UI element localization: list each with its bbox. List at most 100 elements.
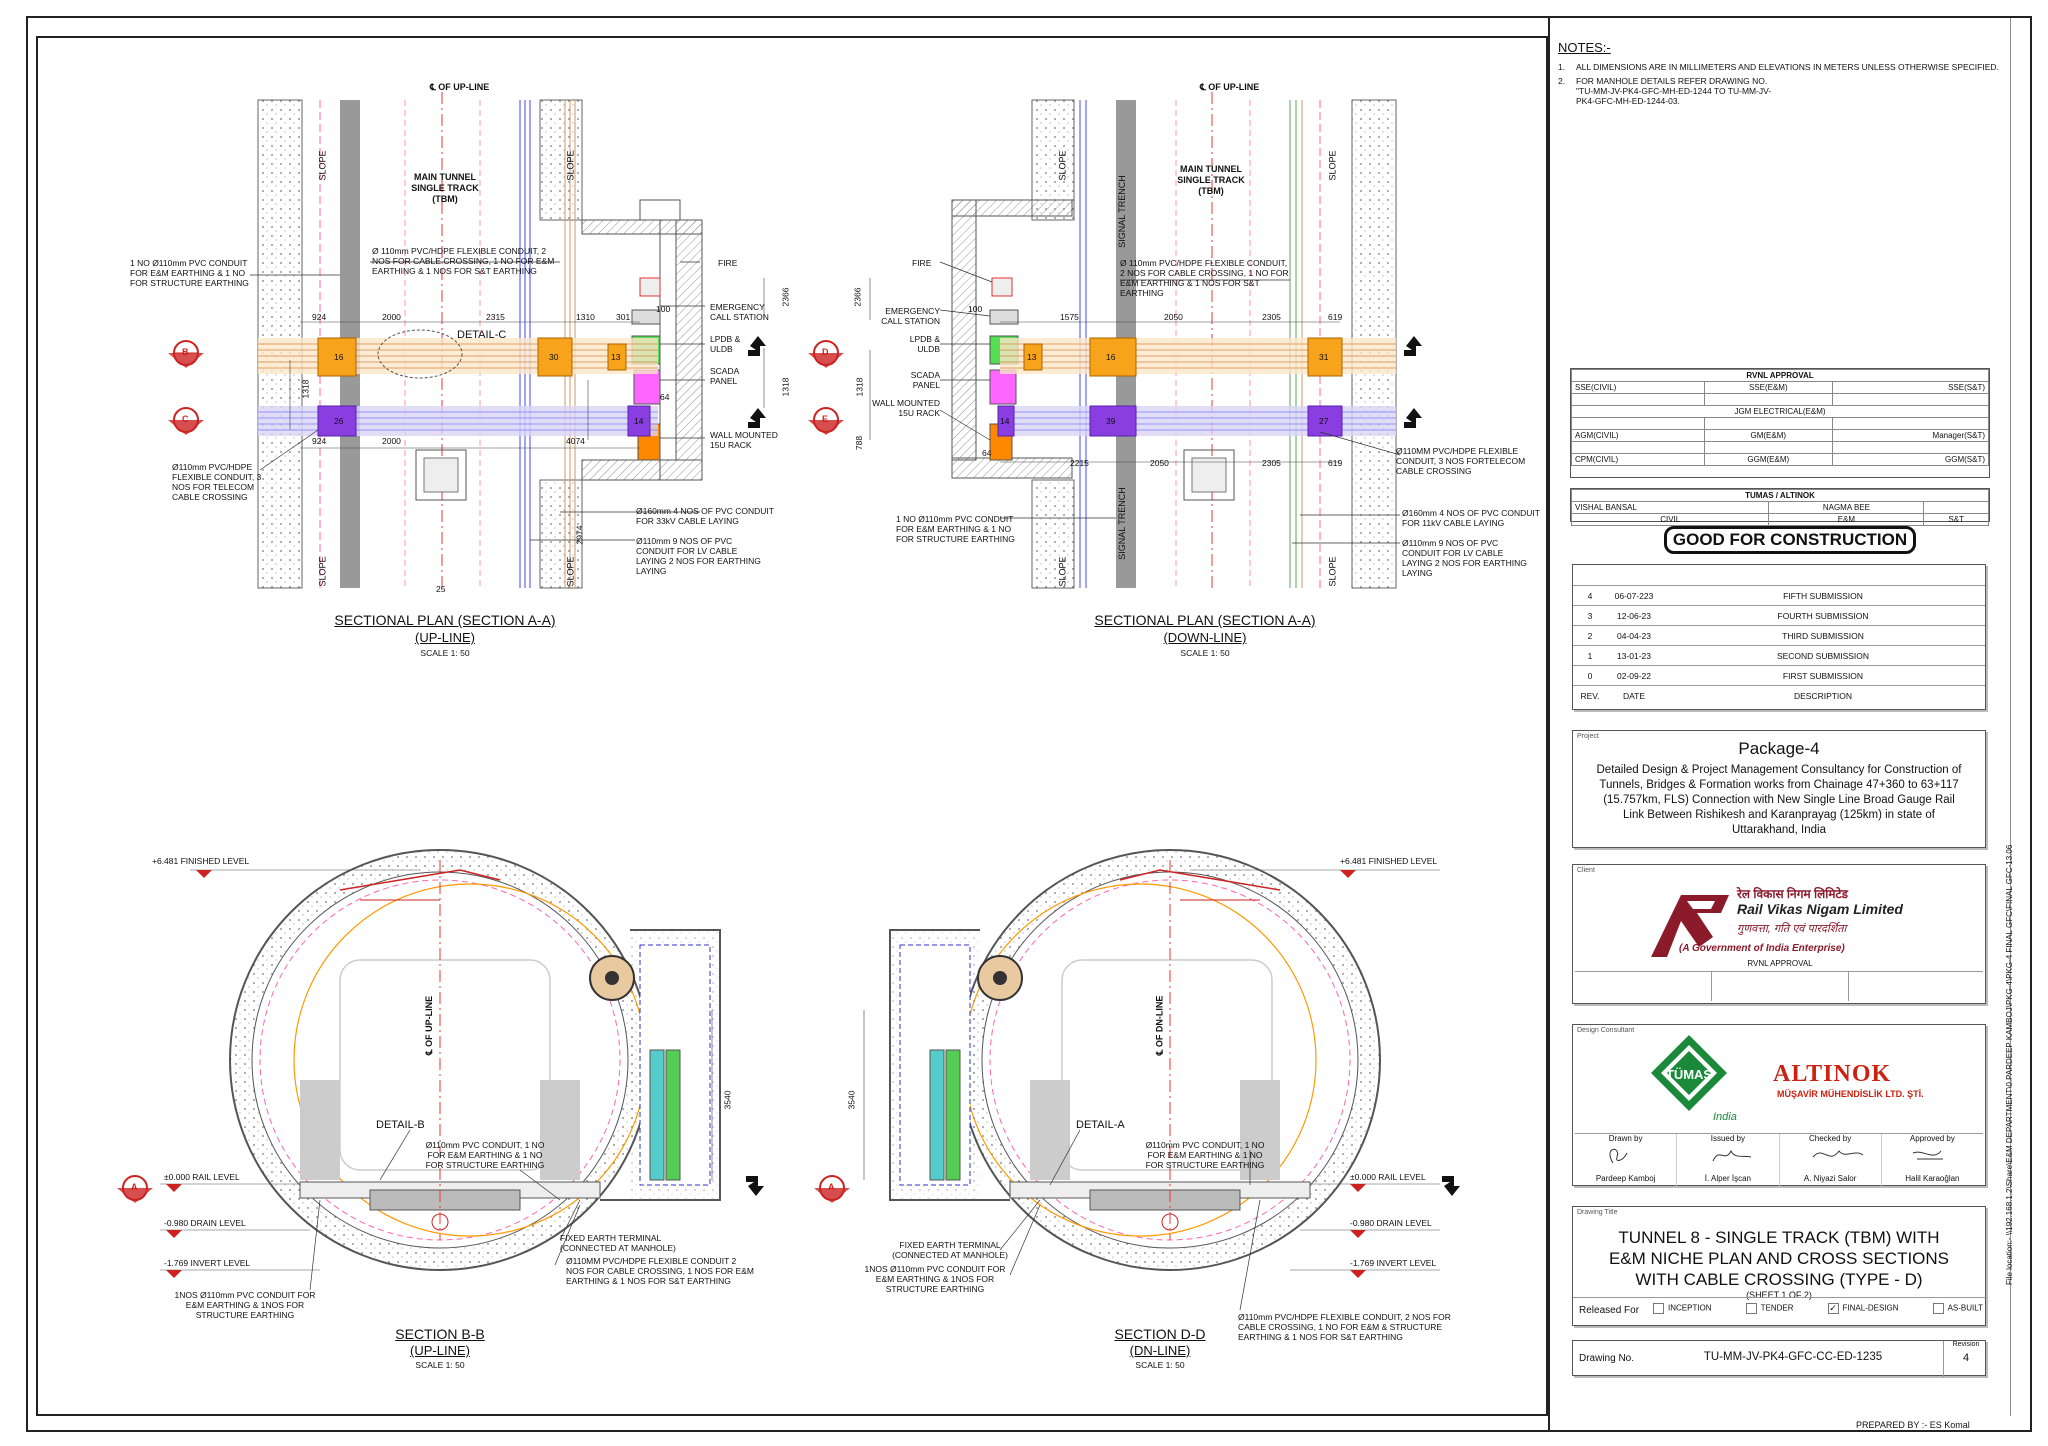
signatories-row: Drawn by Pardeep Kamboj Issued by İ. Alp… [1575, 1133, 1983, 1186]
callout: Ø110mm PVC/HDPE FLEXIBLE CONDUIT, 3 NOS … [172, 462, 262, 502]
dim: 619 [1328, 312, 1343, 322]
section-bb-subtitle: (UP-LINE) [410, 1343, 470, 1358]
signatory: Drawn by Pardeep Kamboj [1575, 1134, 1678, 1186]
manhole-31 [1307, 337, 1343, 377]
centerline-label: ℄ OF DN-LINE [1154, 995, 1165, 1056]
sump-pit [1183, 449, 1235, 501]
dim: 2315 [486, 312, 505, 322]
prepared-by: PREPARED BY :- ES Komal [1856, 1420, 1970, 1430]
plan-dn-subtitle: (DOWN-LINE) [1163, 630, 1247, 645]
fire-box [991, 277, 1013, 297]
niche-wall [951, 199, 977, 461]
drawing-no-box: Drawing No. TU-MM-JV-PK4-GFC-CC-ED-1235 … [1572, 1340, 1988, 1377]
track-bed [369, 1189, 521, 1211]
tumas-logo-icon [1651, 1035, 1727, 1111]
level-markers-dd [1190, 869, 1440, 1278]
manhole-39 [1089, 405, 1137, 437]
manhole-26 [317, 405, 357, 437]
wall-block [1030, 1080, 1070, 1180]
dim: 2366 [852, 287, 863, 307]
dim: 2366 [780, 287, 791, 307]
manhole-14 [997, 405, 1015, 437]
client-subtitle: (A Government of India Enterprise) [1679, 943, 1845, 954]
centerline-label: ℄ OF UP-LINE [424, 995, 435, 1056]
train-profile [339, 959, 551, 1171]
callout: Ø160mm 4 NOS OF PVC CONDUIT FOR 33kV CAB… [636, 506, 774, 526]
revision-row-spacer [1573, 565, 1985, 586]
wall-block [300, 1080, 340, 1180]
callout: 1 NO Ø110mm PVC CONDUIT FOR E&M EARTHING… [896, 514, 1015, 544]
released-for-label: Released For [1579, 1305, 1640, 1316]
cable-drum-icon [605, 971, 619, 985]
release-option-as-built[interactable]: AS-BUILT [1932, 1303, 1983, 1314]
callout: Ø110mm 9 NOS OF PVC CONDUIT FOR LV CABLE… [636, 536, 761, 576]
wall-block [540, 1080, 580, 1180]
dim: 25 [436, 584, 446, 594]
manhole-no: 16 [334, 352, 344, 362]
rvnl-logo-icon [1651, 895, 1729, 957]
manhole-14 [627, 405, 651, 437]
scada-panel [633, 369, 661, 405]
drawing-title-label: Drawing Title [1577, 1209, 1618, 1216]
tunnel-label: MAIN TUNNEL SINGLE TRACK (TBM) [1166, 164, 1256, 197]
release-option-final-design[interactable]: ✓FINAL-DESIGN [1827, 1303, 1899, 1314]
tunnel-wall-left-bottom [1031, 479, 1075, 589]
drawing-no: TU-MM-JV-PK4-GFC-CC-ED-1235 [1703, 1351, 1883, 1363]
release-option-inception[interactable]: INCEPTION [1653, 1303, 1712, 1314]
dim: 64 [982, 448, 992, 458]
callout: FIRE [718, 258, 738, 268]
dim: 301 [616, 312, 631, 322]
signatory-name: A. Niyazi Salor [1803, 1174, 1857, 1183]
good-for-construction-stamp: GOOD FOR CONSTRUCTION [1664, 526, 1916, 554]
approval-cell: CPM(CIVIL) [1571, 453, 1705, 466]
level-label: +6.481 FINISHED LEVEL [152, 856, 250, 866]
dim: 100 [656, 304, 671, 314]
slope-label: SLOPE [565, 556, 576, 587]
altinok-logo-text: ALTINOK [1773, 1061, 1892, 1087]
slope-label: SLOPE [1327, 556, 1338, 587]
revision-cell: Revision 4 [1943, 1341, 1988, 1377]
level-label: -0.980 DRAIN LEVEL [164, 1218, 246, 1228]
callout: Ø110mm PVC CONDUIT, 1 NO FOR E&M EARTHIN… [425, 1140, 545, 1170]
section-marker-e [808, 407, 844, 435]
checkbox-icon [1745, 1303, 1757, 1314]
callout: FIXED EARTH TERMINAL (CONNECTED AT MANHO… [560, 1233, 676, 1253]
manhole-no: 30 [549, 352, 559, 362]
tunnel-label-line: SINGLE TRACK [411, 183, 479, 193]
sheet-label: (SHEET 1 OF 2) [1746, 1290, 1812, 1300]
dim: 2050 [1164, 312, 1183, 322]
release-option-tender[interactable]: TENDER [1745, 1303, 1793, 1314]
sump-pit [1191, 457, 1227, 493]
manhole-no: 39 [1106, 416, 1116, 426]
plan-dn-scale: SCALE 1: 50 [1180, 648, 1230, 658]
altinok-subtitle: MÜŞAVİR MÜHENDİSLİK LTD. ŞTİ. [1777, 1089, 1924, 1099]
dim: 2974 [574, 525, 585, 545]
signatory-name: Pardeep Kamboj [1595, 1174, 1656, 1183]
plan-up-title: SECTIONAL PLAN (SECTION A-A) [334, 612, 556, 628]
signal-trench-label: SIGNAL TRENCH [1116, 487, 1127, 560]
manhole-no: 14 [1000, 416, 1010, 426]
callout: WALL MOUNTED 15U RACK [872, 398, 940, 418]
tunnel-label-line: (TBM) [432, 194, 458, 204]
approver-name: NAGMA BEE [1768, 501, 1925, 514]
approval-cell: GGM(E&M) [1703, 453, 1833, 466]
signatory-role: Approved by [1909, 1134, 1955, 1143]
dim: 64 [660, 392, 670, 402]
consultant-label: Design Consultant [1577, 1027, 1635, 1034]
signatures-icon [1609, 1148, 1943, 1164]
dim: 1318 [854, 377, 865, 397]
approval-cell: GGM(S&T) [1831, 453, 1990, 466]
manhole-13 [607, 343, 627, 371]
divider [1573, 1297, 1987, 1298]
rvnl-approval-heading: RVNL APPROVAL [1571, 369, 1989, 382]
callout: Ø160mm 4 NOS OF PVC CONDUIT FOR 11kV CAB… [1402, 508, 1540, 528]
section-dd-title: SECTION D-D [1114, 1326, 1206, 1342]
tumas-india: India [1713, 1111, 1737, 1123]
callout: Ø 110mm PVC/HDPE FLEXIBLE CONDUIT, 2 NOS… [1120, 258, 1289, 298]
